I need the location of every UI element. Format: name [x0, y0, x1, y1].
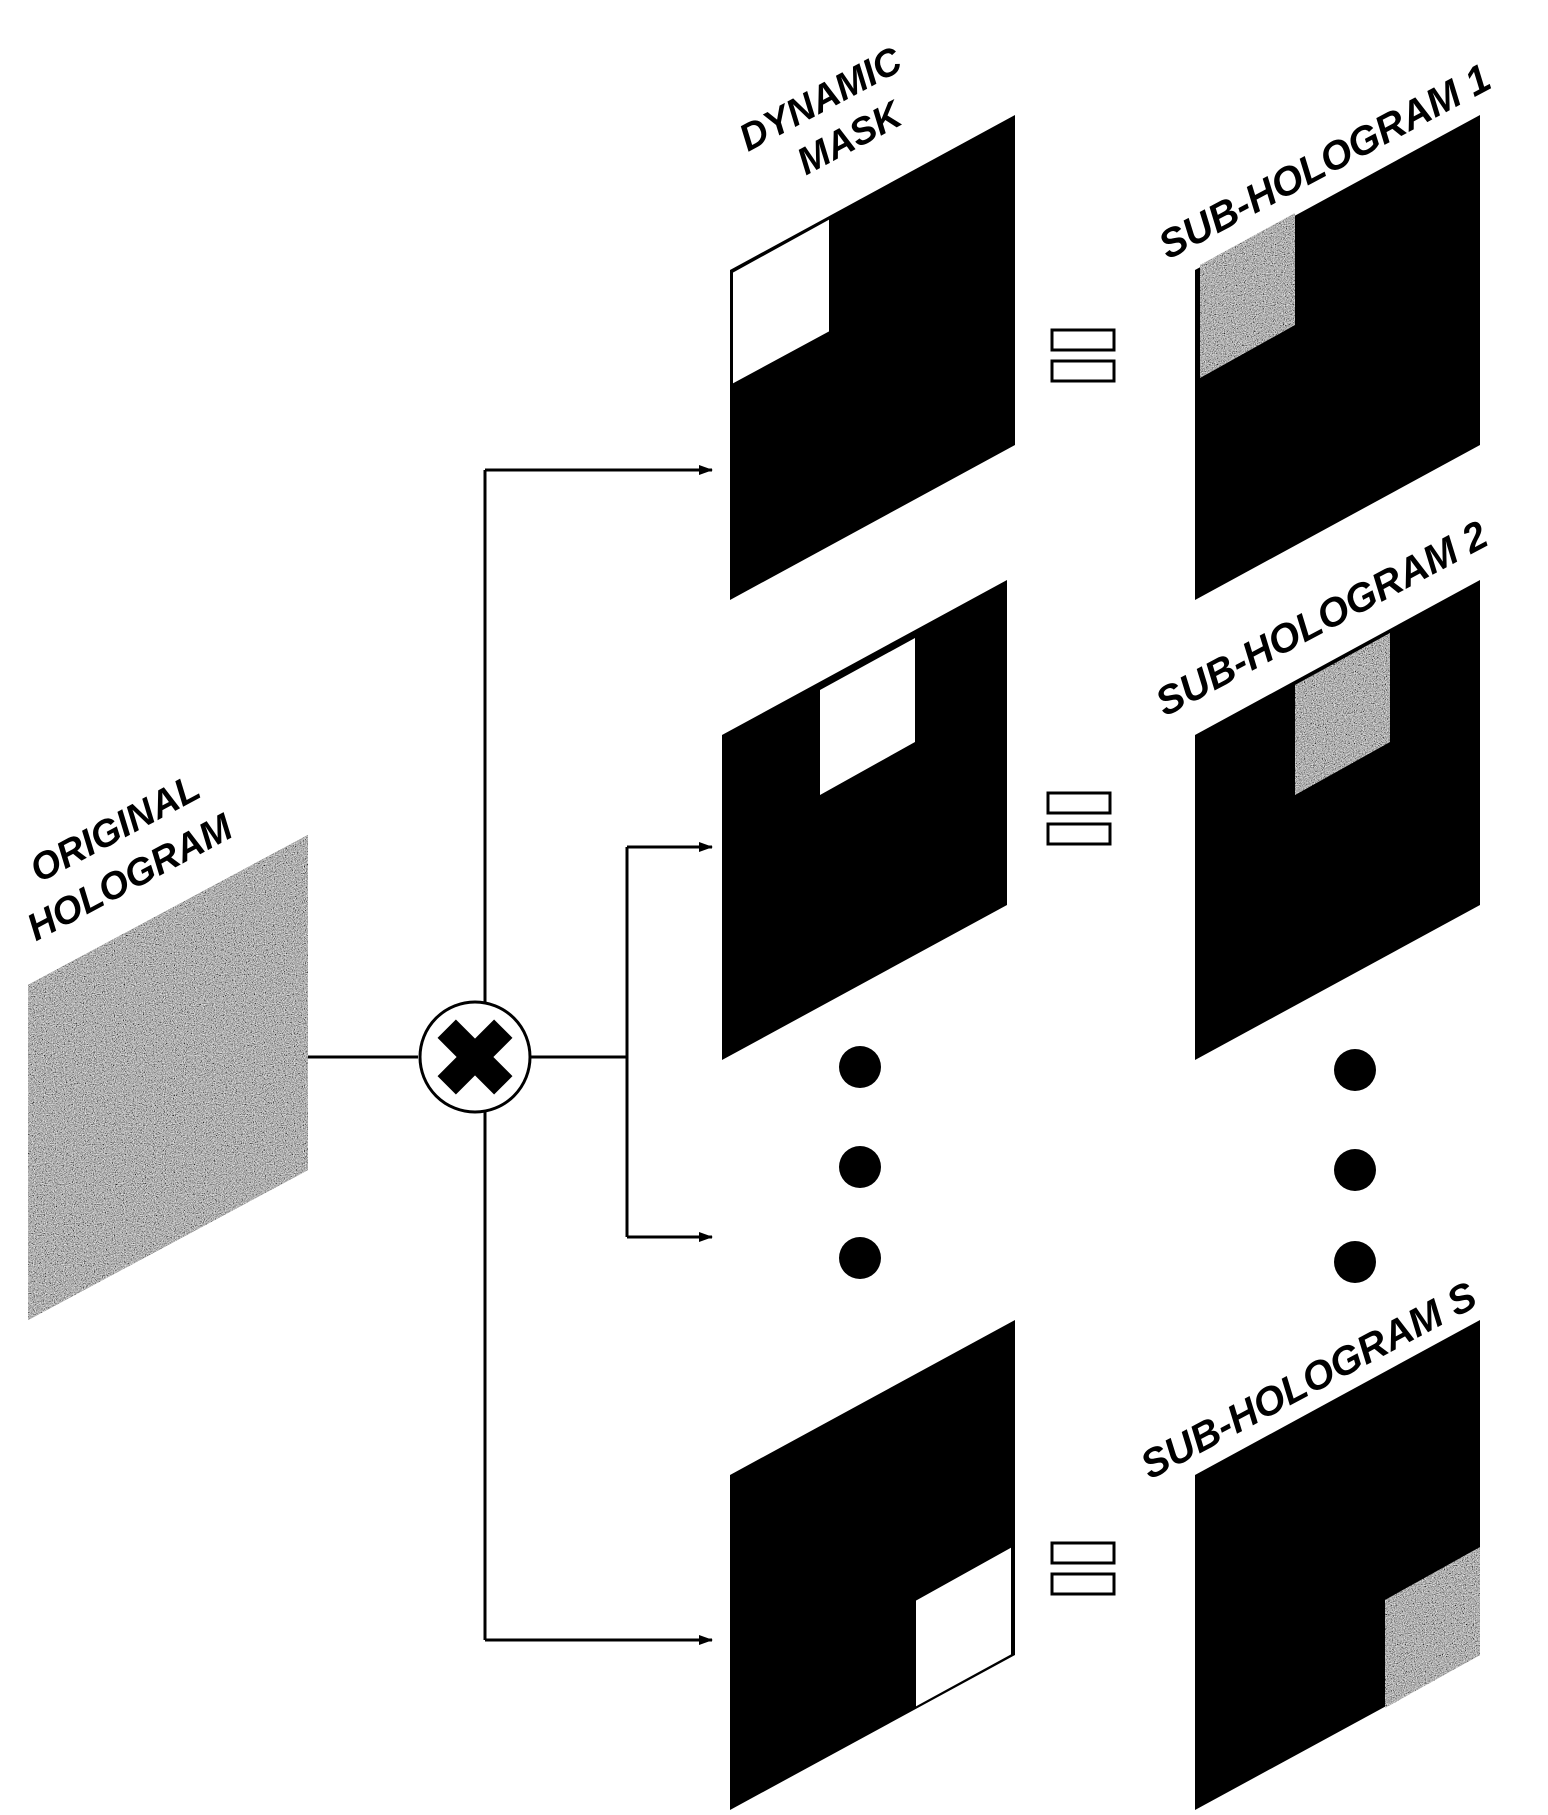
equals-icon-2 — [1046, 791, 1112, 846]
vertical-ellipsis-icon-masks — [839, 1046, 881, 1279]
vertical-ellipsis-icon-subs — [1334, 1049, 1376, 1283]
mask-panel-2 — [722, 580, 1007, 1060]
mask-panel-s — [730, 1320, 1015, 1810]
multiply-x-icon — [418, 1000, 532, 1114]
mask-window-top-center — [820, 638, 915, 795]
equals-icon-s — [1050, 1541, 1116, 1596]
connector-lines — [308, 465, 713, 1645]
mask-window-bottom-right — [914, 1544, 1013, 1710]
mask-panel-2-frame — [722, 580, 1007, 1060]
equals-icon-1 — [1050, 328, 1116, 383]
sub-hologram-2-frame — [1195, 580, 1480, 1060]
mask-panel-s-frame — [730, 1320, 1015, 1810]
mask-panel-1 — [730, 115, 1015, 600]
sub-hologram-1: SUB-HOLOGRAM 1 — [1152, 56, 1498, 600]
original-hologram: ORIGINAL HOLOGRAM — [20, 767, 308, 1320]
sub-hologram-s: SUB-HOLOGRAM S — [1134, 1274, 1484, 1810]
mask-window-top-left — [731, 216, 831, 387]
